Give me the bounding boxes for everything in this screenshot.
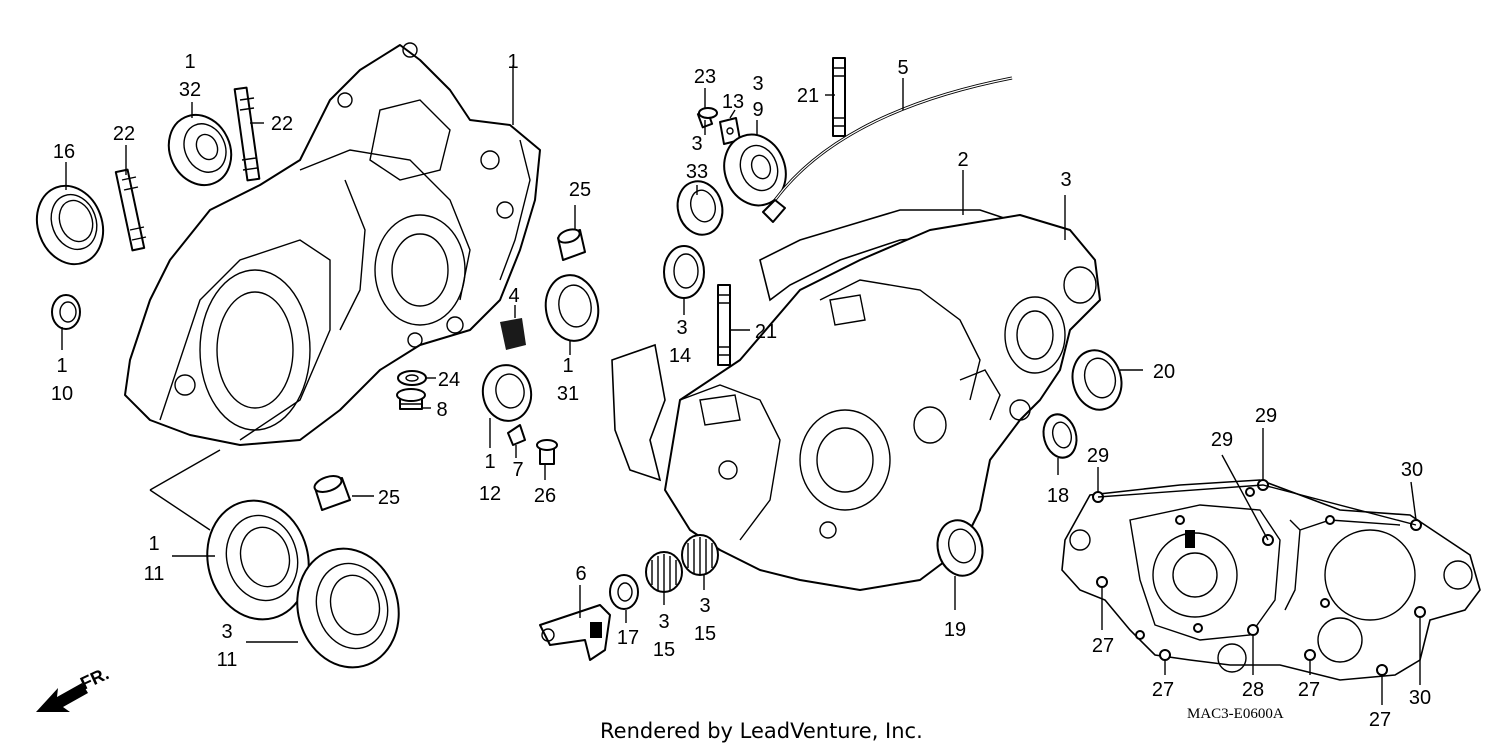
callout-1[interactable]: 1	[507, 51, 518, 73]
oil-seal-17[interactable]	[609, 574, 639, 610]
callout-labels: 1 1 32 22 22 16 1 10 25 1 31 4 24 8 1 12…	[51, 51, 1431, 731]
callout-2[interactable]: 2	[957, 149, 968, 171]
callout-1-bearing-11[interactable]: 1	[148, 533, 159, 555]
oil-seal-16[interactable]	[26, 176, 114, 273]
callout-27-bottom-middle[interactable]: 27	[1298, 679, 1320, 701]
callout-21-upper[interactable]: 21	[797, 85, 819, 107]
callout-27-bottom-left[interactable]: 27	[1152, 679, 1174, 701]
callout-21-lower[interactable]: 21	[755, 321, 777, 343]
drain-bolt-8[interactable]	[396, 388, 426, 410]
callout-1-bearing-32[interactable]: 1	[184, 51, 195, 73]
callout-24[interactable]: 24	[438, 369, 460, 391]
bearing-31[interactable]	[541, 271, 604, 345]
callout-30-upper[interactable]: 30	[1401, 459, 1423, 481]
callout-20[interactable]: 20	[1153, 361, 1175, 383]
callout-29-middle[interactable]: 29	[1211, 429, 1233, 451]
oil-seal-20[interactable]	[1066, 345, 1128, 415]
part-7-plate[interactable]	[507, 424, 526, 446]
callout-3-bearing-33[interactable]: 3	[691, 133, 702, 155]
needle-bearing-15-right[interactable]	[681, 534, 719, 576]
callout-27-bottom-right[interactable]: 27	[1369, 709, 1391, 731]
callout-8[interactable]: 8	[436, 399, 447, 421]
washer-24[interactable]	[397, 370, 427, 386]
bearing-12[interactable]	[479, 361, 536, 424]
callout-3-needle-15-left[interactable]: 3	[658, 611, 669, 633]
bolt-26[interactable]	[536, 439, 558, 465]
callout-1-bearing-12[interactable]: 1	[484, 451, 495, 473]
bearing-33[interactable]	[672, 176, 728, 240]
footer-credit: Rendered by LeadVenture, Inc.	[600, 719, 923, 743]
callout-10[interactable]: 10	[51, 383, 73, 405]
front-direction-indicator: FR.	[36, 663, 112, 712]
bolt-23[interactable]	[696, 107, 718, 129]
diagram-code: MAC3-E0600A	[1187, 706, 1284, 722]
callout-11-right[interactable]: 11	[217, 649, 238, 671]
part-4-stopper[interactable]	[500, 318, 526, 350]
callout-3-bearing-14[interactable]: 3	[676, 317, 687, 339]
callout-3-needle-15-right[interactable]: 3	[699, 595, 710, 617]
callout-27-left[interactable]: 27	[1092, 635, 1114, 657]
callout-22-lower[interactable]: 22	[113, 123, 135, 145]
bearing-14[interactable]	[663, 245, 705, 299]
oil-seal-18[interactable]	[1039, 411, 1081, 462]
callout-16[interactable]: 16	[53, 141, 75, 163]
bearing-11-left[interactable]	[194, 489, 322, 631]
callout-3-bearing-9[interactable]: 3	[752, 73, 763, 95]
callout-14[interactable]: 14	[669, 345, 691, 367]
stud-21-lower[interactable]	[717, 284, 731, 366]
right-crankcase[interactable]	[664, 214, 1101, 591]
callout-3-bearing-11[interactable]: 3	[221, 621, 232, 643]
callout-1-bearing-31[interactable]: 1	[562, 355, 573, 377]
callout-12[interactable]: 12	[479, 483, 501, 505]
callout-32[interactable]: 32	[179, 79, 201, 101]
callout-4[interactable]: 4	[508, 285, 519, 307]
callout-25-upper[interactable]: 25	[569, 179, 591, 201]
callout-29-left[interactable]: 29	[1087, 445, 1109, 467]
callout-9[interactable]: 9	[752, 99, 763, 121]
callout-30-lower[interactable]: 30	[1409, 687, 1431, 709]
callout-18[interactable]: 18	[1047, 485, 1069, 507]
callout-5[interactable]: 5	[897, 57, 908, 79]
leader-lines	[61, 65, 1421, 705]
callout-31[interactable]: 31	[557, 383, 579, 405]
bearing-32[interactable]	[158, 105, 243, 196]
left-crankcase[interactable]	[124, 42, 541, 446]
callout-33[interactable]: 33	[686, 161, 708, 183]
callout-17[interactable]: 17	[617, 627, 639, 649]
dowel-pin-25-upper[interactable]	[557, 227, 586, 261]
bearing-11-right[interactable]	[284, 537, 412, 679]
callout-6[interactable]: 6	[575, 563, 586, 585]
shift-lever-6[interactable]	[539, 604, 611, 661]
callout-15-left[interactable]: 15	[653, 639, 675, 661]
callout-15-right[interactable]: 15	[694, 623, 716, 645]
callout-26[interactable]: 26	[534, 485, 556, 507]
callout-25-lower[interactable]: 25	[378, 487, 400, 509]
callout-11-left[interactable]: 11	[144, 563, 165, 585]
callout-7[interactable]: 7	[512, 459, 523, 481]
oil-seal-19[interactable]	[932, 515, 989, 580]
crankcase-cover-gasket[interactable]	[1061, 479, 1481, 681]
front-arrow-icon	[36, 683, 88, 712]
callout-23[interactable]: 23	[694, 66, 716, 88]
bearing-9[interactable]	[714, 126, 795, 214]
callout-3[interactable]: 3	[1060, 169, 1071, 191]
needle-bearing-15-left[interactable]	[645, 551, 683, 593]
dowel-pin-25-lower[interactable]	[313, 473, 351, 511]
callout-28[interactable]: 28	[1242, 679, 1264, 701]
stud-22-lower[interactable]	[114, 168, 147, 252]
callout-19[interactable]: 19	[944, 619, 966, 641]
breather-tube-5[interactable]	[762, 76, 1013, 223]
bearing-10[interactable]	[51, 294, 81, 330]
stud-21-upper[interactable]	[832, 57, 846, 137]
callout-13[interactable]: 13	[722, 91, 744, 113]
callout-22-upper[interactable]: 22	[271, 113, 293, 135]
callout-29-right[interactable]: 29	[1255, 405, 1277, 427]
callout-1-bearing-10[interactable]: 1	[56, 355, 67, 377]
stud-22-upper[interactable]	[233, 86, 261, 182]
